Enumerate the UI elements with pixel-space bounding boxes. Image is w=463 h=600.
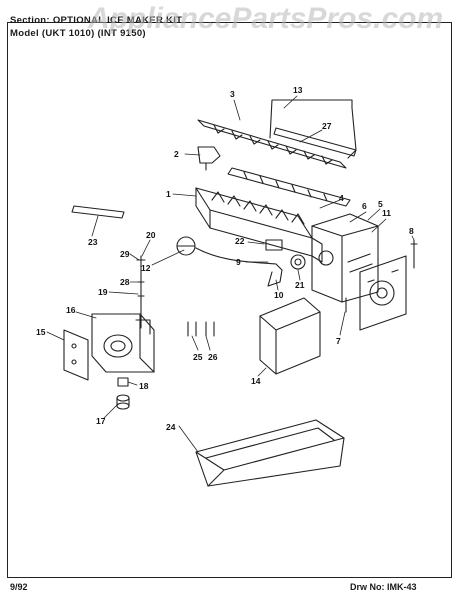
- callout-4: 4: [339, 193, 344, 203]
- part-wire-harness: [195, 247, 283, 287]
- part-screws-25-26: [187, 321, 215, 337]
- callout-6: 6: [362, 201, 367, 211]
- part-clip-22: [265, 239, 283, 251]
- section-line: Section: OPTIONAL ICE MAKER KIT: [10, 15, 182, 26]
- part-ejector-blade: [197, 119, 347, 169]
- callout-3: 3: [230, 89, 235, 99]
- part-thermostat: [290, 254, 306, 270]
- callout-18: 18: [139, 381, 149, 391]
- callout-5: 5: [378, 199, 383, 209]
- callout-1: 1: [166, 189, 171, 199]
- section-title: OPTIONAL ICE MAKER KIT: [52, 15, 183, 26]
- callout-22: 22: [235, 236, 245, 246]
- model-line: Model (UKT 1010) (INT 9150): [10, 28, 146, 39]
- model-label: Model: [10, 28, 39, 39]
- part-water-valve: [91, 313, 155, 373]
- callout-26: 26: [208, 352, 218, 362]
- callout-23: 23: [88, 237, 98, 247]
- footer-date: 9/92: [10, 582, 28, 592]
- callout-19: 19: [98, 287, 108, 297]
- callout-16: 16: [66, 305, 76, 315]
- drawing-number: IMK-43: [387, 582, 417, 592]
- callout-25: 25: [193, 352, 203, 362]
- part-sleeve-17: [116, 394, 130, 410]
- callout-20: 20: [146, 230, 156, 240]
- callout-labels: 3 13 27 2 1 4 6 5 11 8 7 9 22 10 12 21 2…: [36, 85, 414, 432]
- callout-13: 13: [293, 85, 303, 95]
- callout-14: 14: [251, 376, 261, 386]
- callout-29: 29: [120, 249, 130, 259]
- part-fill-cup: [176, 236, 196, 256]
- part-nut-18: [117, 377, 129, 387]
- part-mounting-plate: [359, 255, 407, 331]
- callout-11: 11: [382, 208, 391, 218]
- part-control-housing: [311, 213, 379, 303]
- callout-2: 2: [174, 149, 179, 159]
- model-values: (UKT 1010) (INT 9150): [41, 28, 146, 39]
- callout-27: 27: [322, 121, 332, 131]
- callout-24: 24: [166, 422, 176, 432]
- part-stripper: [227, 167, 351, 207]
- callout-10: 10: [274, 290, 284, 300]
- callout-9: 9: [236, 257, 241, 267]
- watermark: AppliancePartsPros.com: [88, 2, 444, 35]
- footer-drawing-number: Drw No: IMK-43: [350, 582, 417, 592]
- part-ice-bucket: [195, 419, 345, 487]
- part-valve-bracket: [63, 329, 89, 381]
- section-label: Section:: [10, 15, 50, 26]
- part-heater-strip: [273, 127, 357, 157]
- drawing-label: Drw No:: [350, 582, 385, 592]
- callout-15: 15: [36, 327, 46, 337]
- callout-21: 21: [295, 280, 305, 290]
- part-screw-8: [410, 239, 418, 269]
- callout-17: 17: [96, 416, 106, 426]
- part-insulation: [259, 297, 321, 375]
- part-ice-mold: [195, 187, 323, 263]
- diagram-frame: [7, 22, 452, 578]
- part-fill-tube: [71, 205, 125, 219]
- callout-12: 12: [141, 263, 151, 273]
- part-stripper-clip: [197, 146, 221, 171]
- callout-8: 8: [409, 226, 414, 236]
- callout-28: 28: [120, 277, 130, 287]
- callout-7: 7: [336, 336, 341, 346]
